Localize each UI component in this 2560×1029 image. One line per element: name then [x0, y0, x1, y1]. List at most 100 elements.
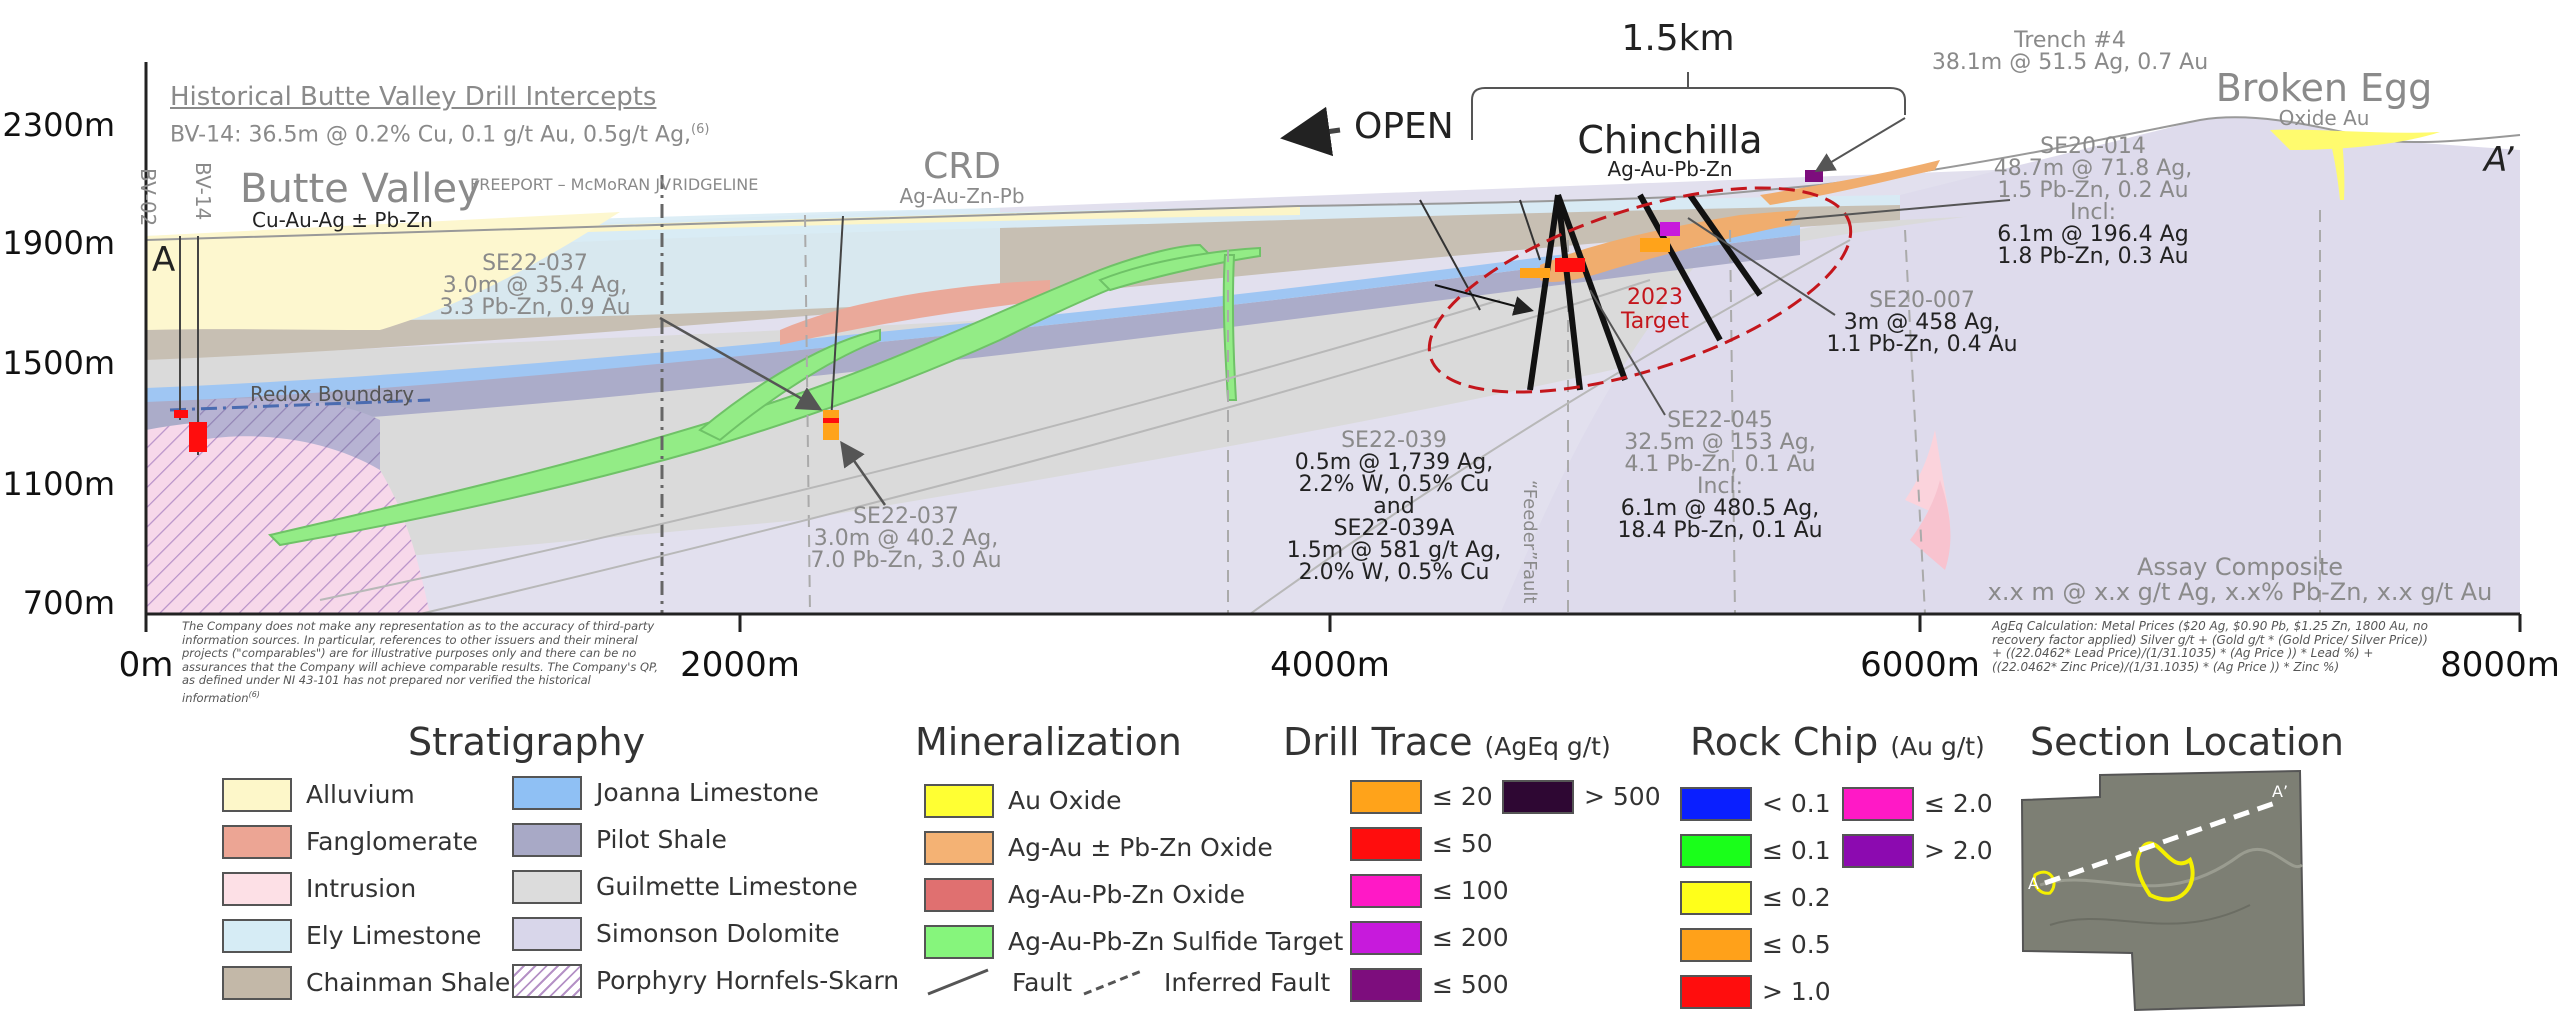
callout-line: 6.1m @ 480.5 Ag,	[1620, 496, 1820, 521]
drill-intercept-chinchilla-3	[1660, 222, 1680, 236]
legend-intrusion-label: Intrusion	[306, 874, 417, 903]
callout-line: 3.0m @ 35.4 Ag,	[442, 273, 628, 298]
fault-3	[1249, 239, 1851, 614]
callout-line: 48.7m @ 71.8 Ag,	[1993, 156, 2193, 181]
swatch-drill-le-500	[1350, 968, 1422, 1002]
legend-fault-label: Fault	[1012, 968, 1072, 997]
y-tick-label: 2300m	[2, 106, 115, 144]
place-butte-valley: Butte Valley	[240, 166, 481, 212]
swatch-intrusion	[222, 872, 292, 906]
legend-ely-limestone-label: Ely Limestone	[306, 921, 482, 950]
section-marker-a: A	[152, 240, 176, 280]
mineralization-sulfide-upper	[1098, 246, 1261, 292]
mineralization-oxide-upper	[1760, 160, 1940, 205]
mineralization-au-oxide-broken-egg	[2270, 129, 2440, 150]
label-redox-boundary: Redox Boundary	[250, 382, 415, 406]
inferred-fault-4	[1904, 229, 1926, 614]
callout-line: x.x m @ x.x g/t Ag, x.x% Pb-Zn, x.x g/t …	[1987, 578, 2493, 606]
swatch-simonson-dolomite	[512, 917, 582, 951]
callout-line: 2.0% W, 0.5% Cu	[1298, 560, 1490, 585]
legend-porphyry-hornfels-skarn-label: Porphyry Hornfels-Skarn	[596, 966, 900, 995]
legend-fault-symbols	[927, 968, 1145, 996]
callout-line: 1.5m @ 581 g/t Ag,	[1286, 538, 1502, 563]
leader-se20-007	[1687, 217, 1836, 316]
legend-joanna-limestone-label: Joanna Limestone	[596, 778, 819, 807]
drill-hole-5	[1687, 193, 1763, 297]
legend-rock-le-0-1: ≤ 0.1	[1762, 836, 1831, 865]
legend-agaupbzn-oxide-label: Ag-Au-Pb-Zn Oxide	[1008, 880, 1245, 909]
swatch-joanna-limestone	[512, 776, 582, 810]
y-tick-label: 1900m	[2, 224, 115, 262]
legend-au-oxide-label: Au Oxide	[1008, 786, 1122, 815]
fault-2	[419, 279, 1651, 614]
callout-line: SE20-007	[1869, 288, 1975, 313]
callout-line: SE22-039A	[1333, 516, 1455, 541]
swatch-au-oxide	[924, 784, 994, 818]
legend-simonson-dolomite-label: Simonson Dolomite	[596, 919, 840, 948]
y-tick-label: 1500m	[2, 344, 115, 382]
legend-pilot-shale-label: Pilot Shale	[596, 825, 727, 854]
callout-se22-037-low: SE22-037 3.0m @ 40.2 Ag, 7.0 Pb-Zn, 3.0 …	[810, 506, 1001, 572]
callout-line: SE22-037	[482, 251, 588, 276]
callout-line: Incl:	[2069, 200, 2117, 225]
callout-line: SE22-037	[853, 504, 959, 529]
callout-line: SE22-045	[1667, 408, 1773, 433]
legend-fault-line	[927, 968, 989, 996]
leader-se22-037-top	[659, 316, 823, 411]
swatch-drill-le-100	[1350, 874, 1422, 908]
target-2023-year: 2023	[1627, 285, 1683, 310]
drill-intercept-se22-037	[823, 410, 839, 440]
drill-hole-4	[1637, 193, 1723, 342]
place-chinchilla: Chinchilla	[1577, 118, 1763, 162]
swatch-sulfide-target	[924, 925, 994, 959]
location-map-a: A	[2028, 874, 2039, 893]
unit-porphyry-skarn	[146, 420, 430, 614]
mineralization-au-oxide-feeder	[2330, 140, 2345, 200]
drill-label-bv02: BV-02	[136, 168, 160, 227]
swatch-agaupbzn-oxide	[924, 878, 994, 912]
legend-rock-lt-0-1: < 0.1	[1762, 789, 1831, 818]
legend-guilmette-limestone-label: Guilmette Limestone	[596, 872, 858, 901]
place-broken-egg: Broken Egg	[2215, 66, 2433, 110]
swatch-rock-le-0-2	[1680, 881, 1752, 915]
place-butte-valley-sub: Cu-Au-Ag ± Pb-Zn	[252, 208, 433, 232]
drill-hole-7	[1519, 199, 1541, 261]
callout-trench-4: Trench #4 38.1m @ 51.5 Ag, 0.7 Au	[1932, 30, 2208, 74]
legend-rock-gt-2-0: > 2.0	[1924, 836, 1993, 865]
legend-sulfide-target-label: Ag-Au-Pb-Zn Sulfide Target	[1008, 927, 1344, 956]
legend-rock-chip-name: Rock Chip	[1690, 720, 1879, 764]
swatch-rock-gt-2-0	[1842, 834, 1914, 868]
legend-drill-le-500: ≤ 500	[1432, 970, 1509, 999]
mineralization-sulfide-feeder	[1222, 254, 1238, 401]
drill-hole-se22-039a	[1555, 194, 1583, 391]
unit-alluvium	[146, 206, 1300, 250]
callout-line: 1.1 Pb-Zn, 0.4 Au	[1826, 332, 2018, 357]
x-tick-label: 4000m	[1270, 645, 1390, 685]
callout-line: and	[1373, 494, 1415, 519]
callout-se20-007: SE20-007 3m @ 458 Ag, 1.1 Pb-Zn, 0.4 Au	[1826, 290, 2017, 356]
drill-intercept-trench	[1805, 170, 1823, 182]
drill-intercept-se22-037b	[823, 418, 839, 423]
drill-hole-se22-045	[1555, 193, 1628, 382]
inferred-fault-1	[804, 214, 811, 614]
unit-ely-limestone	[146, 195, 1900, 262]
callout-line: Trench #4	[2014, 28, 2126, 53]
callout-assay-composite: Assay Composite x.x m @ x.x g/t Ag, x.x%…	[1988, 555, 2493, 605]
legend-alluvium-label: Alluvium	[306, 780, 415, 809]
legend-drill-le-50: ≤ 50	[1432, 829, 1493, 858]
label-feeder-fault: “Feeder”Fault	[1519, 480, 1540, 604]
unit-joanna-limestone	[146, 225, 1800, 402]
y-tick-label: 700m	[22, 584, 115, 622]
cross-section-diagram	[144, 62, 2522, 632]
swatch-drill-le-50	[1350, 827, 1422, 861]
label-open: OPEN	[1354, 106, 1454, 147]
drill-intercept-chinchilla-4	[1520, 268, 1550, 278]
callout-se22-039: SE22-039 0.5m @ 1,739 Ag, 2.2% W, 0.5% C…	[1287, 430, 1501, 584]
historical-intercepts-detail: BV-14: 36.5m @ 0.2% Cu, 0.1 g/t Au, 0.5g…	[170, 122, 710, 148]
callout-line: 1.5 Pb-Zn, 0.2 Au	[1997, 178, 2189, 203]
swatch-rock-le-0-1	[1680, 834, 1752, 868]
legend-drill-trace-name: Drill Trace	[1283, 720, 1473, 764]
callout-line: 7.0 Pb-Zn, 3.0 Au	[810, 548, 1002, 573]
callout-se20-014: SE20-014 48.7m @ 71.8 Ag, 1.5 Pb-Zn, 0.2…	[1994, 136, 2192, 268]
ageq-calculation-note: AgEq Calculation: Metal Prices ($20 Ag, …	[1992, 619, 2429, 674]
